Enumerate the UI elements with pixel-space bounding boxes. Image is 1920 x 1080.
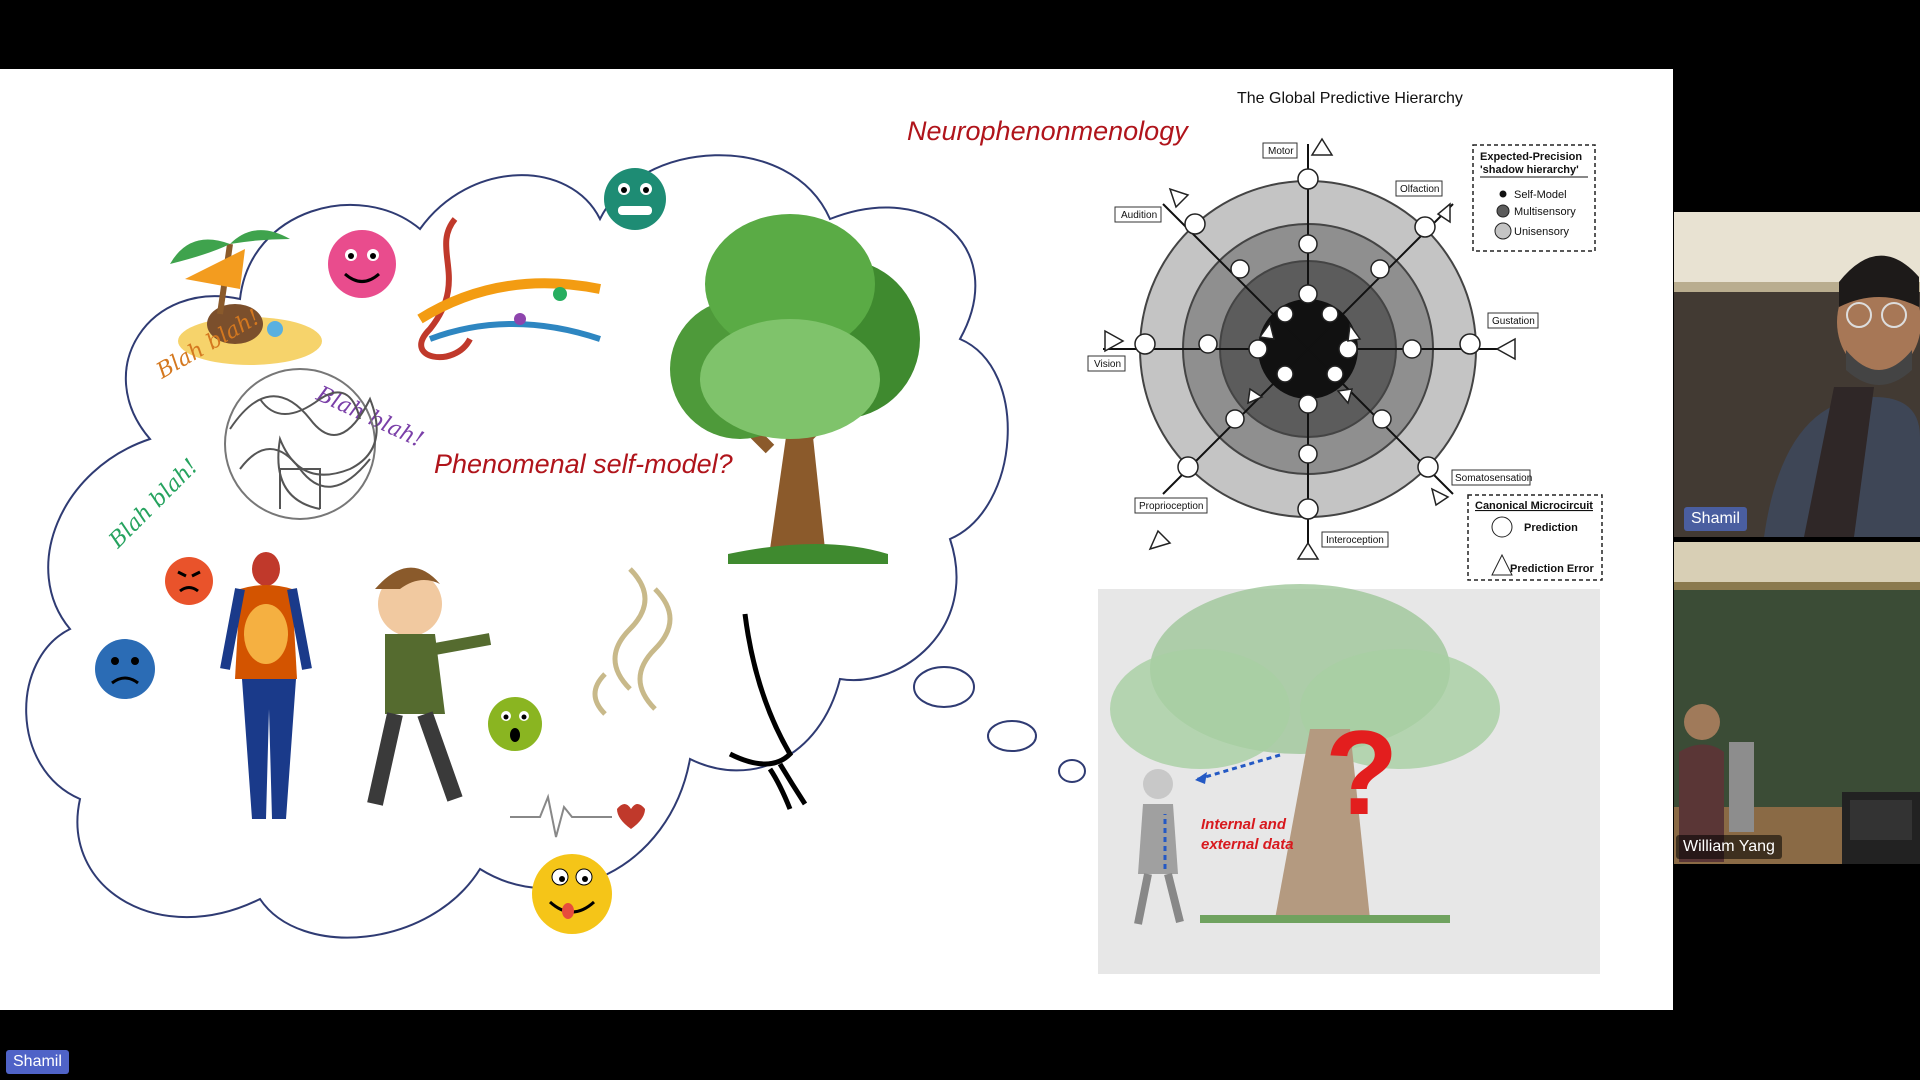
neurophenomenology-heading: Neurophenonmenology bbox=[907, 116, 1189, 146]
nose-icon bbox=[728, 613, 808, 810]
island-illustration bbox=[170, 230, 322, 365]
svg-text:Multisensory: Multisensory bbox=[1514, 206, 1576, 218]
modality-label-vision: Vision bbox=[1094, 359, 1121, 370]
microcircuit-legend: Canonical Microcircuit Prediction Predic… bbox=[1467, 494, 1603, 581]
participant-video-feed bbox=[1674, 542, 1920, 864]
teal-grimace-icon bbox=[604, 168, 666, 230]
modality-label-motor: Motor bbox=[1268, 146, 1294, 157]
svg-text:Canonical Microcircuit: Canonical Microcircuit bbox=[1475, 500, 1593, 512]
inset-caption-line1: Internal and bbox=[1201, 816, 1287, 833]
modality-label-somatosensation: Somatosensation bbox=[1455, 473, 1532, 484]
yellow-tongue-face-icon bbox=[532, 854, 612, 934]
modality-label-proprioception: Proprioception bbox=[1139, 501, 1203, 512]
shared-slide: Blah blah! Blah blah! Blah blah! bbox=[0, 69, 1673, 1010]
green-shocked-icon bbox=[488, 697, 542, 751]
inset-caption-line2: external data bbox=[1201, 836, 1294, 853]
music-note-icon bbox=[417, 217, 601, 361]
svg-text:Expected-Precision: Expected-Precision bbox=[1480, 151, 1582, 163]
hierarchy-diagram: Motor Olfaction Audition Gustation Visio… bbox=[1087, 137, 1603, 581]
svg-text:Self-Model: Self-Model bbox=[1514, 189, 1567, 201]
pink-smiley-icon bbox=[328, 230, 396, 298]
participant-video-tile[interactable]: Shamil bbox=[1674, 212, 1920, 537]
participant-name-label: Shamil bbox=[1684, 507, 1747, 531]
body-heat-figure bbox=[220, 552, 312, 819]
svg-text:Unisensory: Unisensory bbox=[1514, 226, 1570, 238]
active-speaker-label: Shamil bbox=[6, 1050, 69, 1074]
inset-question-mark: ? bbox=[1325, 706, 1398, 840]
participant-video-feed bbox=[1674, 212, 1920, 537]
self-model-heading: Phenomenal self-model? bbox=[434, 449, 733, 479]
thought-bubble-small bbox=[1058, 759, 1086, 783]
heartbeat-icon bbox=[510, 793, 645, 838]
precision-legend: Expected-Precision 'shadow hierarchy' Se… bbox=[1472, 144, 1596, 252]
thought-bubble-medium bbox=[987, 720, 1037, 752]
modality-label-olfaction: Olfaction bbox=[1400, 184, 1439, 195]
inset-tree-picture: ? Internal and external data bbox=[1098, 584, 1600, 974]
participant-video-tile[interactable]: William Yang bbox=[1674, 542, 1920, 864]
hierarchy-title: The Global Predictive Hierarchy bbox=[1237, 90, 1463, 107]
modality-label-audition: Audition bbox=[1121, 210, 1157, 221]
tree-illustration bbox=[670, 214, 920, 564]
smell-wisps-icon bbox=[592, 567, 673, 716]
slide-canvas: Blah blah! Blah blah! Blah blah! bbox=[25, 90, 1603, 974]
tangled-maze-illustration bbox=[224, 368, 378, 520]
modality-label-interoception: Interoception bbox=[1326, 535, 1384, 546]
svg-text:'shadow hierarchy': 'shadow hierarchy' bbox=[1480, 164, 1579, 176]
modality-label-gustation: Gustation bbox=[1492, 316, 1535, 327]
svg-text:Prediction Error: Prediction Error bbox=[1510, 563, 1594, 575]
sad-face-icon bbox=[95, 639, 155, 699]
participant-name-label: William Yang bbox=[1676, 835, 1782, 859]
angry-face-icon bbox=[165, 557, 213, 605]
walking-man-illustration bbox=[367, 567, 492, 806]
svg-text:Prediction: Prediction bbox=[1524, 522, 1578, 534]
thought-bubble-large bbox=[913, 666, 975, 708]
